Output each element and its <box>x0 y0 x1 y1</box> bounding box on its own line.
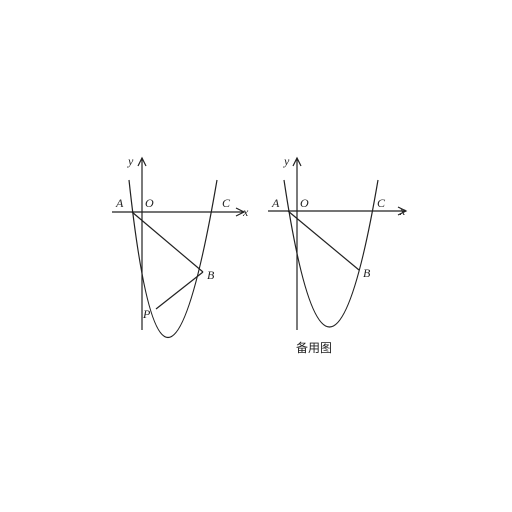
left-label-c: C <box>222 196 231 210</box>
left-label-a: A <box>115 196 124 210</box>
left-segment-ab <box>131 211 204 273</box>
left-figure <box>112 156 246 339</box>
left-parabola <box>128 179 218 339</box>
right-label-x: x <box>399 204 406 218</box>
right-label-a: A <box>271 196 280 210</box>
left-label-x: x <box>242 205 249 219</box>
right-label-o: O <box>300 196 309 210</box>
right-label-c: C <box>377 196 386 210</box>
left-segment-bp <box>155 271 204 310</box>
left-label-b: B <box>207 268 215 282</box>
right-segment-ab <box>287 210 360 271</box>
left-label-p: P <box>142 307 151 321</box>
left-label-y: y <box>127 154 134 168</box>
left-x-axis-arrow <box>235 207 246 217</box>
backup-figure-caption: 备用图 <box>296 341 333 355</box>
right-y-axis-arrow <box>292 156 302 167</box>
left-label-o: O <box>145 196 154 210</box>
right-parabola <box>283 179 379 328</box>
right-label-y: y <box>283 154 290 168</box>
right-label-b: B <box>363 266 371 280</box>
right-figure <box>268 156 408 330</box>
left-y-axis-arrow <box>137 156 147 167</box>
right-x-axis-arrow <box>397 206 408 216</box>
